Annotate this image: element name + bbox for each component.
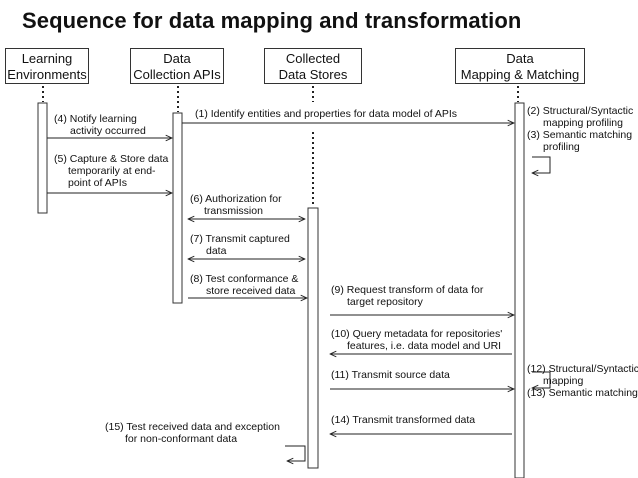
msg-6: (6) Authorization for transmission <box>190 193 282 217</box>
msg-15: (15) Test received data and exception fo… <box>105 421 280 445</box>
actor-data-collection-apis: Data Collection APIs <box>130 48 224 84</box>
actor-collected-data-stores-line2: Data Stores <box>278 67 348 82</box>
msg-3-line2: profiling <box>543 141 580 153</box>
actor-collected-data-stores-line1: Collected <box>285 51 341 66</box>
msg-4: (4) Notify learning activity occurred <box>54 113 146 137</box>
msg-12-line2: mapping <box>543 375 584 387</box>
msg-12: (12) Structural/Syntactic mapping <box>527 363 638 387</box>
msg-6-line1: (6) Authorization for <box>190 193 282 205</box>
msg-7-line1: (7) Transmit captured <box>190 233 290 245</box>
actor-data-mapping-matching: Data Mapping & Matching <box>455 48 585 84</box>
actor-learning-environments-line2: Environments <box>7 67 87 82</box>
msg-10-line1: (10) Query metadata for repositories' <box>331 328 503 340</box>
actor-learning-environments-line1: Learning <box>21 51 73 66</box>
msg-5: (5) Capture & Store data temporarily at … <box>54 153 168 189</box>
actor-data-mapping-matching-line2: Mapping & Matching <box>460 67 580 82</box>
msg-3: (3) Semantic matching profiling <box>527 129 632 153</box>
msg-1-text: (1) Identify entities and properties for… <box>195 108 458 120</box>
msg-5-line2: temporarily at end- <box>68 165 156 177</box>
msg-7-line2: data <box>206 245 227 257</box>
msg-4-line2: activity occurred <box>70 125 146 137</box>
msg-3-line1: (3) Semantic matching <box>527 129 633 141</box>
self-loop-12-13 <box>532 371 551 388</box>
msg-8-line2: store received data <box>206 285 296 297</box>
msg-14: (14) Transmit transformed data <box>331 414 475 426</box>
activation-apis <box>172 112 183 304</box>
msg-9: (9) Request transform of data for target… <box>331 284 483 308</box>
msg-15-line1: (15) Test received data and exception <box>105 421 280 433</box>
msg-13-text: (13) Semantic matching <box>527 387 638 399</box>
msg-12-line1: (12) Structural/Syntactic <box>527 363 638 375</box>
msg-10-line2: features, i.e. data model and URI <box>347 340 502 352</box>
msg-8: (8) Test conformance & store received da… <box>190 273 298 297</box>
msg-9-line2: target repository <box>347 296 423 308</box>
actor-data-mapping-matching-line1: Data <box>506 51 534 66</box>
msg-9-line1: (9) Request transform of data for <box>331 284 484 296</box>
diagram-title: Sequence for data mapping and transforma… <box>22 8 522 33</box>
msg-10: (10) Query metadata for repositories' fe… <box>331 328 502 352</box>
msg-2-line2: mapping profiling <box>543 117 623 129</box>
activation-stores <box>307 207 319 469</box>
actor-data-collection-apis-line2: Collection APIs <box>133 67 221 82</box>
msg-5-line1: (5) Capture & Store data <box>54 153 169 165</box>
msg-2: (2) Structural/Syntactic mapping profili… <box>527 105 633 129</box>
self-loop-2-3 <box>532 156 551 173</box>
msg-4-line1: (4) Notify learning <box>54 113 137 125</box>
msg-6-line2: transmission <box>204 205 263 217</box>
msg-11: (11) Transmit source data <box>331 369 450 381</box>
msg-8-line1: (8) Test conformance & <box>190 273 299 285</box>
actor-learning-environments: Learning Environments <box>5 48 89 84</box>
msg-5-line3: point of APIs <box>68 177 127 189</box>
actor-collected-data-stores: Collected Data Stores <box>264 48 362 84</box>
self-loop-15 <box>285 445 306 461</box>
msg-7: (7) Transmit captured data <box>190 233 290 257</box>
msg-1: (1) Identify entities and properties for… <box>195 108 457 120</box>
msg-15-line2: for non-conformant data <box>125 433 238 445</box>
msg-2-line1: (2) Structural/Syntactic <box>527 105 634 117</box>
msg-14-text: (14) Transmit transformed data <box>331 414 476 426</box>
msg-11-text: (11) Transmit source data <box>331 369 450 381</box>
actor-data-collection-apis-line1: Data <box>163 51 191 66</box>
activation-learning <box>37 102 48 214</box>
msg-13: (13) Semantic matching <box>527 387 638 399</box>
activation-mapping <box>514 102 525 478</box>
